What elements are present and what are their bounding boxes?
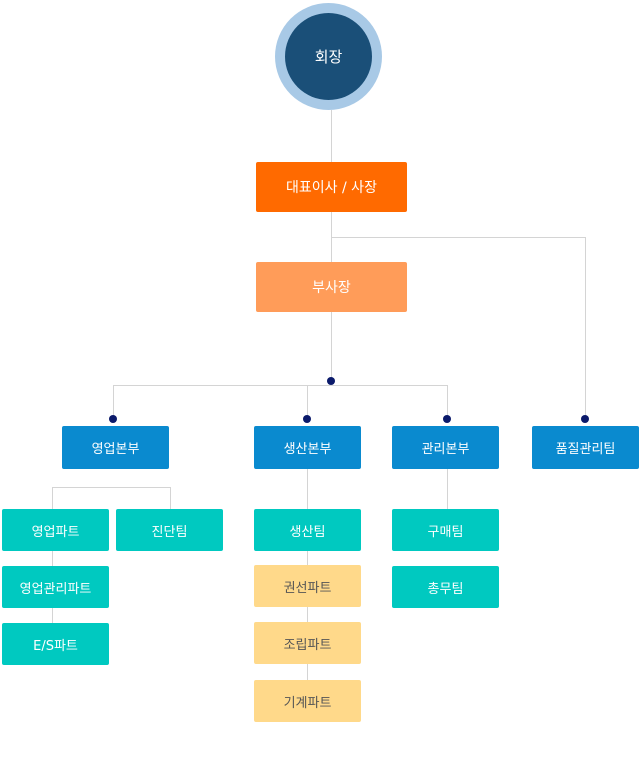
junction-dot-management: [443, 415, 451, 423]
chairman-label: 회장: [285, 13, 372, 100]
connector-ceo-quality-horizontal: [331, 237, 585, 238]
division-management: 관리본부: [392, 426, 499, 469]
junction-dot-quality: [581, 415, 589, 423]
team-diagnosis: 진단팀: [116, 509, 223, 551]
vice-president-node: 부사장: [256, 262, 407, 312]
part-winding: 권선파트: [254, 565, 361, 607]
team-production: 생산팀: [254, 509, 361, 551]
connector-quality-vertical: [585, 237, 586, 420]
team-sales-management-part: 영업관리파트: [2, 566, 109, 608]
team-sales-part: 영업파트: [2, 509, 109, 551]
team-general-affairs: 총무팀: [392, 566, 499, 608]
team-es-part: E/S파트: [2, 623, 109, 665]
connector-division-bus: [113, 385, 448, 386]
connector-sales-teams-horizontal: [52, 487, 170, 488]
part-assembly: 조립파트: [254, 622, 361, 664]
division-production: 생산본부: [254, 426, 361, 469]
part-machinery: 기계파트: [254, 680, 361, 722]
connector-sales-part-drop: [52, 487, 53, 509]
connector-chairman-ceo: [331, 110, 332, 162]
junction-dot-main: [327, 377, 335, 385]
connector-management-drop: [447, 385, 448, 419]
chairman-node: 회장: [275, 3, 382, 110]
junction-dot-production: [303, 415, 311, 423]
division-sales: 영업본부: [62, 426, 169, 469]
connector-diagnosis-drop: [170, 487, 171, 509]
connector-production-drop: [307, 385, 308, 419]
division-quality: 품질관리팀: [532, 426, 639, 469]
connector-management-column: [447, 469, 448, 509]
junction-dot-sales: [109, 415, 117, 423]
ceo-node: 대표이사 / 사장: [256, 162, 407, 212]
connector-sales-drop: [113, 385, 114, 419]
connector-vp-bus: [331, 312, 332, 380]
team-purchasing: 구매팀: [392, 509, 499, 551]
